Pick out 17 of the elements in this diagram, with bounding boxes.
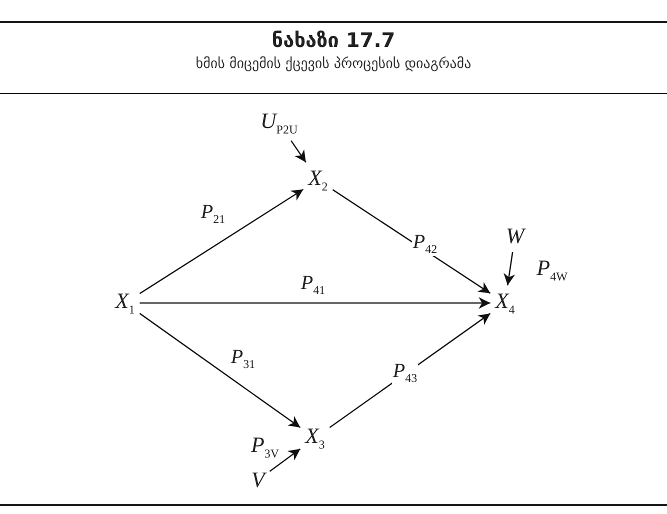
state-variable: X$_{2}$: [307, 166, 329, 194]
arrow: [139, 312, 301, 428]
arrow: [504, 252, 516, 286]
state-variable: X$_{1}$: [114, 289, 136, 317]
arrow: [140, 297, 490, 309]
state-variable: X$_{3}$: [304, 424, 326, 452]
state-variable: X$_{4}$: [494, 289, 516, 317]
arrow: [269, 448, 301, 472]
figure-caption: ხმის მიცემის ქცევის პროცესის დიაგრამა: [194, 56, 472, 72]
figure-title: ნახაზი 17.7: [270, 28, 396, 52]
arrow: [290, 140, 306, 163]
input-variable: W: [504, 224, 526, 248]
probability-label: P$_{3V}$: [250, 433, 280, 461]
input-variable: V: [250, 468, 266, 492]
probability-label: P$_{4W}$: [536, 256, 568, 284]
arrow: [139, 188, 304, 294]
input-variable: U$_{P2U}$: [259, 109, 299, 137]
